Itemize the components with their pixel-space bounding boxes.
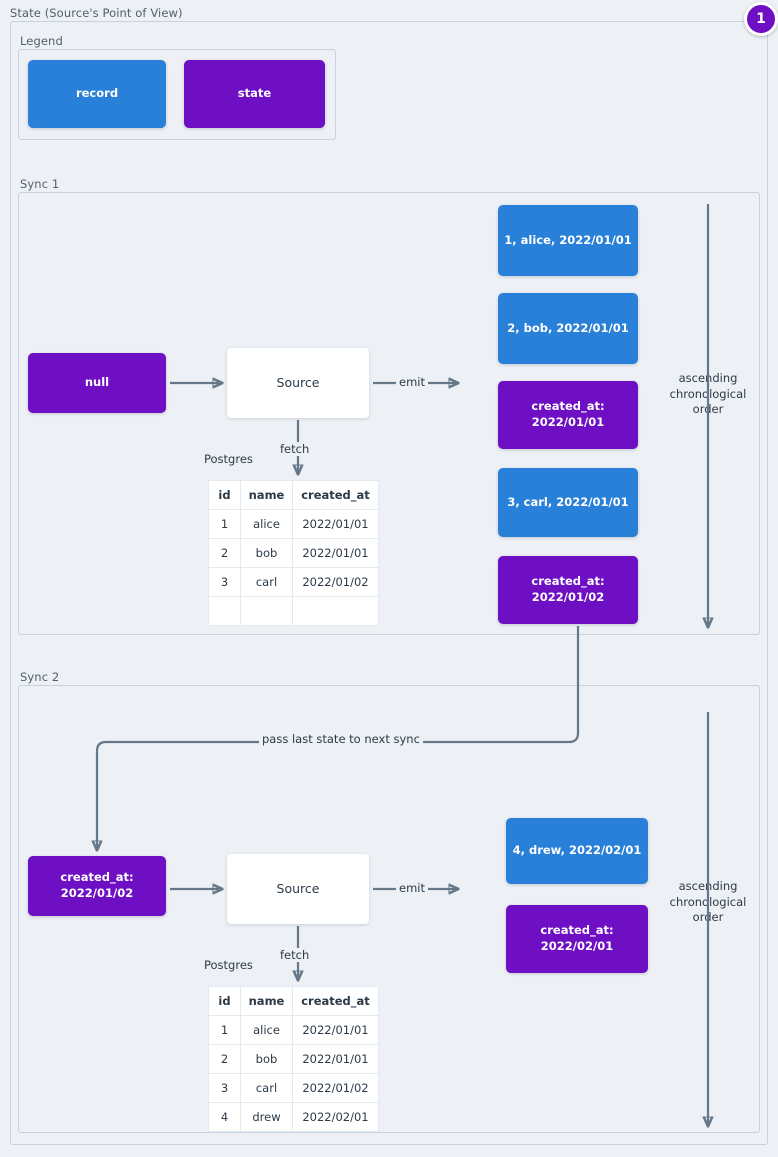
column-header-id: id (208, 986, 241, 1016)
sync-2-table: id name created_at 1 alice 2022/01/01 2 … (208, 986, 379, 1132)
sync-1-emitted-record-1: 1, alice, 2022/01/01 (498, 205, 638, 276)
table-row: 1 alice 2022/01/01 (208, 1015, 379, 1045)
cell-created-at: 2022/01/01 (292, 1015, 379, 1045)
diagram-title: State (Source's Point of View) (10, 6, 183, 20)
cell-name: drew (240, 1102, 293, 1132)
cell-created-at: 2022/01/02 (292, 567, 379, 597)
cell-name: alice (240, 1015, 293, 1045)
column-header-created-at: created_at (292, 986, 379, 1016)
cell-id: 1 (208, 509, 241, 539)
cell-created-at: 2022/01/01 (292, 1044, 379, 1074)
legend-item-state: state (184, 60, 325, 128)
table-header-row: id name created_at (208, 986, 379, 1016)
step-badge: 1 (744, 2, 778, 36)
sync-2-input-state: created_at: 2022/01/02 (28, 856, 166, 916)
sync-2-emitted-record-1: 4, drew, 2022/02/01 (506, 818, 648, 884)
sync-1-label: Sync 1 (20, 177, 60, 191)
cell-id: 1 (208, 1015, 241, 1045)
cell-name: alice (240, 509, 293, 539)
cell-name: carl (240, 567, 293, 597)
sync-2-order-label: ascending chronological order (669, 879, 747, 925)
table-row-empty (208, 596, 379, 626)
cell-id (208, 596, 241, 626)
sync-2-db-label: Postgres (204, 958, 253, 972)
cell-id: 2 (208, 1044, 241, 1074)
table-row: 4 drew 2022/02/01 (208, 1102, 379, 1132)
cell-created-at: 2022/01/02 (292, 1073, 379, 1103)
sync-2-emitted-state-1: created_at: 2022/02/01 (506, 905, 648, 973)
cell-name: bob (240, 1044, 293, 1074)
pass-state-label: pass last state to next sync (259, 732, 423, 746)
cell-created-at: 2022/01/01 (292, 509, 379, 539)
cell-created-at: 2022/01/01 (292, 538, 379, 568)
sync-1-fetch-label: fetch (277, 442, 313, 456)
table-row: 3 carl 2022/01/02 (208, 1073, 379, 1103)
cell-created-at: 2022/02/01 (292, 1102, 379, 1132)
sync-1-emitted-state-2: created_at: 2022/01/02 (498, 556, 638, 624)
table-row: 3 carl 2022/01/02 (208, 567, 379, 597)
legend-label: Legend (20, 34, 63, 48)
legend-frame (18, 49, 336, 140)
sync-1-db-label: Postgres (204, 452, 253, 466)
sync-2-label: Sync 2 (20, 670, 60, 684)
sync-2-emit-label: emit (396, 881, 428, 895)
cell-name: carl (240, 1073, 293, 1103)
sync-1-emitted-record-2: 2, bob, 2022/01/01 (498, 293, 638, 364)
cell-id: 2 (208, 538, 241, 568)
sync-1-emitted-state-1: created_at: 2022/01/01 (498, 381, 638, 449)
sync-1-input-state: null (28, 353, 166, 413)
sync-2-fetch-label: fetch (277, 948, 313, 962)
table-row: 2 bob 2022/01/01 (208, 1044, 379, 1074)
cell-id: 3 (208, 567, 241, 597)
cell-created-at (292, 596, 379, 626)
sync-1-frame (18, 192, 760, 635)
table-row: 1 alice 2022/01/01 (208, 509, 379, 539)
column-header-name: name (240, 986, 293, 1016)
table-row: 2 bob 2022/01/01 (208, 538, 379, 568)
cell-id: 3 (208, 1073, 241, 1103)
sync-1-order-label: ascending chronological order (669, 371, 747, 417)
column-header-name: name (240, 480, 293, 510)
sync-2-source: Source (227, 854, 369, 924)
sync-1-emitted-record-3: 3, carl, 2022/01/01 (498, 468, 638, 537)
table-header-row: id name created_at (208, 480, 379, 510)
cell-name: bob (240, 538, 293, 568)
legend-item-record: record (28, 60, 166, 128)
sync-1-emit-label: emit (396, 375, 428, 389)
sync-1-table: id name created_at 1 alice 2022/01/01 2 … (208, 480, 379, 626)
sync-1-source: Source (227, 348, 369, 418)
cell-id: 4 (208, 1102, 241, 1132)
column-header-id: id (208, 480, 241, 510)
diagram-frame (10, 21, 768, 1145)
cell-name (240, 596, 293, 626)
column-header-created-at: created_at (292, 480, 379, 510)
